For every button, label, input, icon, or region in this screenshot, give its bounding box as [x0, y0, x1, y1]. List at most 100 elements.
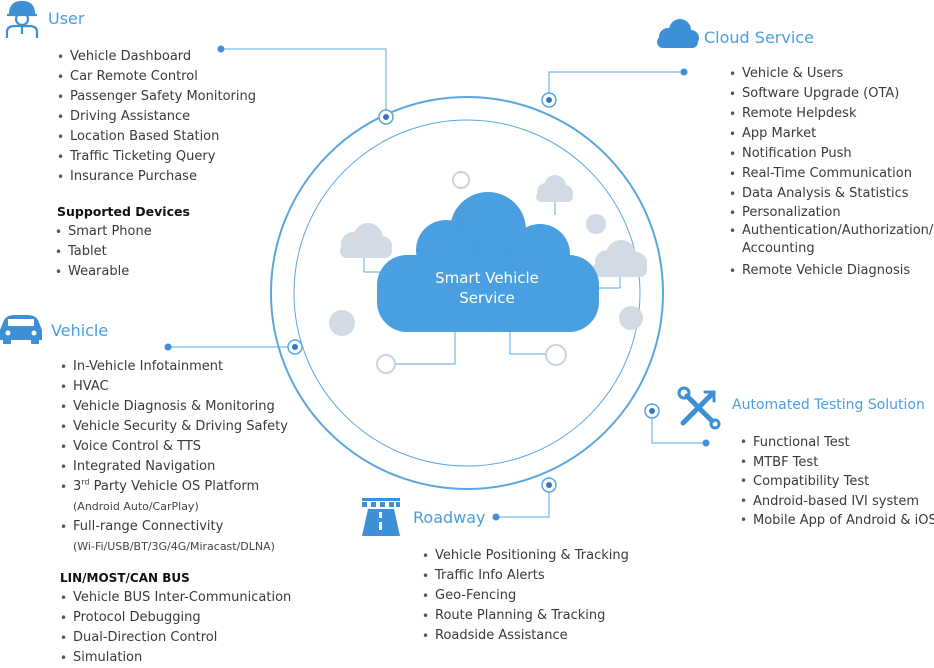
cloud-title: Cloud Service — [704, 28, 814, 47]
gray-dot-1 — [586, 214, 606, 234]
list-item: Personalization — [729, 204, 933, 222]
list-item: Roadside Assistance — [422, 626, 629, 646]
center-label-line2: Service — [459, 289, 515, 307]
list-item: Wearable — [55, 262, 152, 282]
list-item: Integrated Navigation — [60, 457, 288, 477]
platform-sub: (Android Auto/CarPlay) — [73, 500, 199, 513]
end-dot-cloud — [680, 68, 688, 76]
list-item: Traffic Ticketing Query — [57, 147, 256, 167]
list-item: App Market — [729, 124, 933, 144]
list-item-auth: Authentication/Authorization/Accounting — [729, 222, 933, 258]
roadway-list: Vehicle Positioning & Tracking Traffic I… — [422, 546, 629, 646]
list-item: Voice Control & TTS — [60, 437, 288, 457]
list-item: Vehicle BUS Inter-Communication — [60, 588, 291, 608]
bus-list: Vehicle BUS Inter-Communication Protocol… — [60, 588, 291, 668]
testing-title: Automated Testing Solution — [732, 397, 925, 413]
list-item: Android-based IVI system — [740, 492, 934, 512]
testing-list: Functional Test MTBF Test Compatibility … — [740, 433, 934, 531]
cloud-list: Vehicle & Users Software Upgrade (OTA) R… — [729, 64, 933, 281]
list-item: Dual-Direction Control — [60, 628, 291, 648]
supported-devices-heading: Supported Devices — [57, 204, 190, 219]
small-cloud-top — [536, 175, 573, 202]
list-item: Insurance Purchase — [57, 167, 256, 187]
list-item: Smart Phone — [55, 222, 152, 242]
list-item: Traffic Info Alerts — [422, 566, 629, 586]
ring-node-user — [378, 109, 394, 125]
center-label-line1: Smart Vehicle — [435, 269, 539, 287]
inner-connector-5 — [509, 330, 545, 355]
platform-sup: rd — [81, 477, 90, 487]
list-item: Remote Helpdesk — [729, 104, 933, 124]
list-item: Tablet — [55, 242, 152, 262]
small-cloud-right — [593, 240, 647, 277]
gray-dot-3 — [329, 310, 355, 336]
list-item: MTBF Test — [740, 453, 934, 473]
list-item: Remote Vehicle Diagnosis — [729, 261, 933, 281]
connector-user — [221, 48, 387, 117]
list-item-platform: 3rd Party Vehicle OS Platform — [60, 477, 288, 497]
list-item: Car Remote Control — [57, 67, 256, 87]
car-icon — [0, 315, 42, 344]
connectivity-sub: (Wi-Fi/USB/BT/3G/4G/Miracast/DLNA) — [73, 540, 275, 553]
list-item: Real-Time Communication — [729, 164, 933, 184]
end-dot-vehicle — [164, 343, 172, 351]
list-item: Mobile App of Android & iOS — [740, 511, 934, 531]
end-dot-roadway — [492, 513, 500, 521]
ring-node-cloud — [541, 92, 557, 108]
list-item: Compatibility Test — [740, 472, 934, 492]
connector-roadway — [496, 485, 550, 518]
bus-heading: LIN/MOST/CAN BUS — [60, 571, 190, 585]
ring-node-roadway — [541, 477, 557, 493]
connector-cloud — [548, 71, 684, 100]
list-item: Simulation — [60, 648, 291, 668]
cloud-icon — [657, 19, 699, 48]
list-item: Vehicle & Users — [729, 64, 933, 84]
list-item: Protocol Debugging — [60, 608, 291, 628]
user-title: User — [48, 9, 85, 28]
list-item: Driving Assistance — [57, 107, 256, 127]
auth-line2: Accounting — [742, 241, 815, 256]
list-item: Full-range Connectivity — [60, 517, 288, 537]
list-item: Vehicle Security & Driving Safety — [60, 417, 288, 437]
gray-dot-2 — [619, 306, 643, 330]
list-item: Software Upgrade (OTA) — [729, 84, 933, 104]
road-icon — [362, 498, 400, 536]
list-item: Location Based Station — [57, 127, 256, 147]
hollow-dot-3 — [376, 354, 396, 374]
user-list: Vehicle Dashboard Car Remote Control Pas… — [57, 47, 256, 187]
inner-ring — [293, 119, 641, 467]
center-label: Smart Vehicle Service — [410, 268, 564, 308]
platform-rest: Party Vehicle OS Platform — [89, 479, 260, 494]
vehicle-list: In-Vehicle Infotainment HVAC Vehicle Dia… — [60, 357, 288, 557]
user-icon — [5, 0, 39, 38]
list-item: Vehicle Diagnosis & Monitoring — [60, 397, 288, 417]
main-cloud — [377, 192, 599, 332]
ring-node-testing — [644, 403, 660, 419]
roadway-title: Roadway — [413, 508, 486, 527]
platform-prefix: 3 — [73, 479, 82, 494]
list-item: Functional Test — [740, 433, 934, 453]
connector-testing — [651, 411, 706, 444]
list-item: In-Vehicle Infotainment — [60, 357, 288, 377]
outer-ring — [270, 96, 664, 490]
list-item: Geo-Fencing — [422, 586, 629, 606]
ring-node-vehicle — [287, 339, 303, 355]
list-item: Passenger Safety Monitoring — [57, 87, 256, 107]
small-cloud-left — [340, 223, 392, 258]
wrench-screwdriver-icon — [677, 386, 721, 430]
hollow-dot-1 — [452, 171, 470, 189]
list-item: Vehicle Dashboard — [57, 47, 256, 67]
list-item: Data Analysis & Statistics — [729, 184, 933, 204]
list-item: Vehicle Positioning & Tracking — [422, 546, 629, 566]
inner-connector-3 — [590, 275, 621, 289]
vehicle-title: Vehicle — [51, 321, 109, 340]
auth-line1: Authentication/Authorization/ — [742, 223, 934, 238]
inner-connector-4 — [386, 330, 456, 365]
end-dot-testing — [702, 439, 710, 447]
list-item: HVAC — [60, 377, 288, 397]
list-item: Route Planning & Tracking — [422, 606, 629, 626]
list-item: Notification Push — [729, 144, 933, 164]
devices-list: Smart Phone Tablet Wearable — [55, 222, 152, 282]
hollow-dot-2 — [545, 344, 567, 366]
